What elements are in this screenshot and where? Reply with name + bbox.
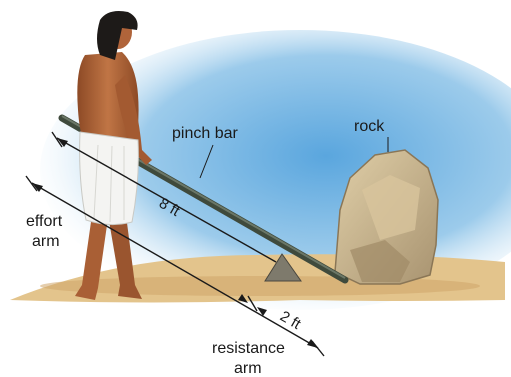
rock-label: rock bbox=[354, 118, 385, 135]
pinch-bar-label: pinch bar bbox=[172, 125, 238, 142]
effort-arm-label-line1: effort bbox=[26, 213, 63, 230]
resistance-arm-length-label: 2 ft bbox=[277, 308, 304, 334]
kilt bbox=[80, 132, 139, 225]
effort-arm-label-line2: arm bbox=[32, 233, 60, 250]
resistance-arm-label-line2: arm bbox=[234, 360, 262, 377]
resistance-arm-label-line1: resistance bbox=[212, 340, 285, 357]
